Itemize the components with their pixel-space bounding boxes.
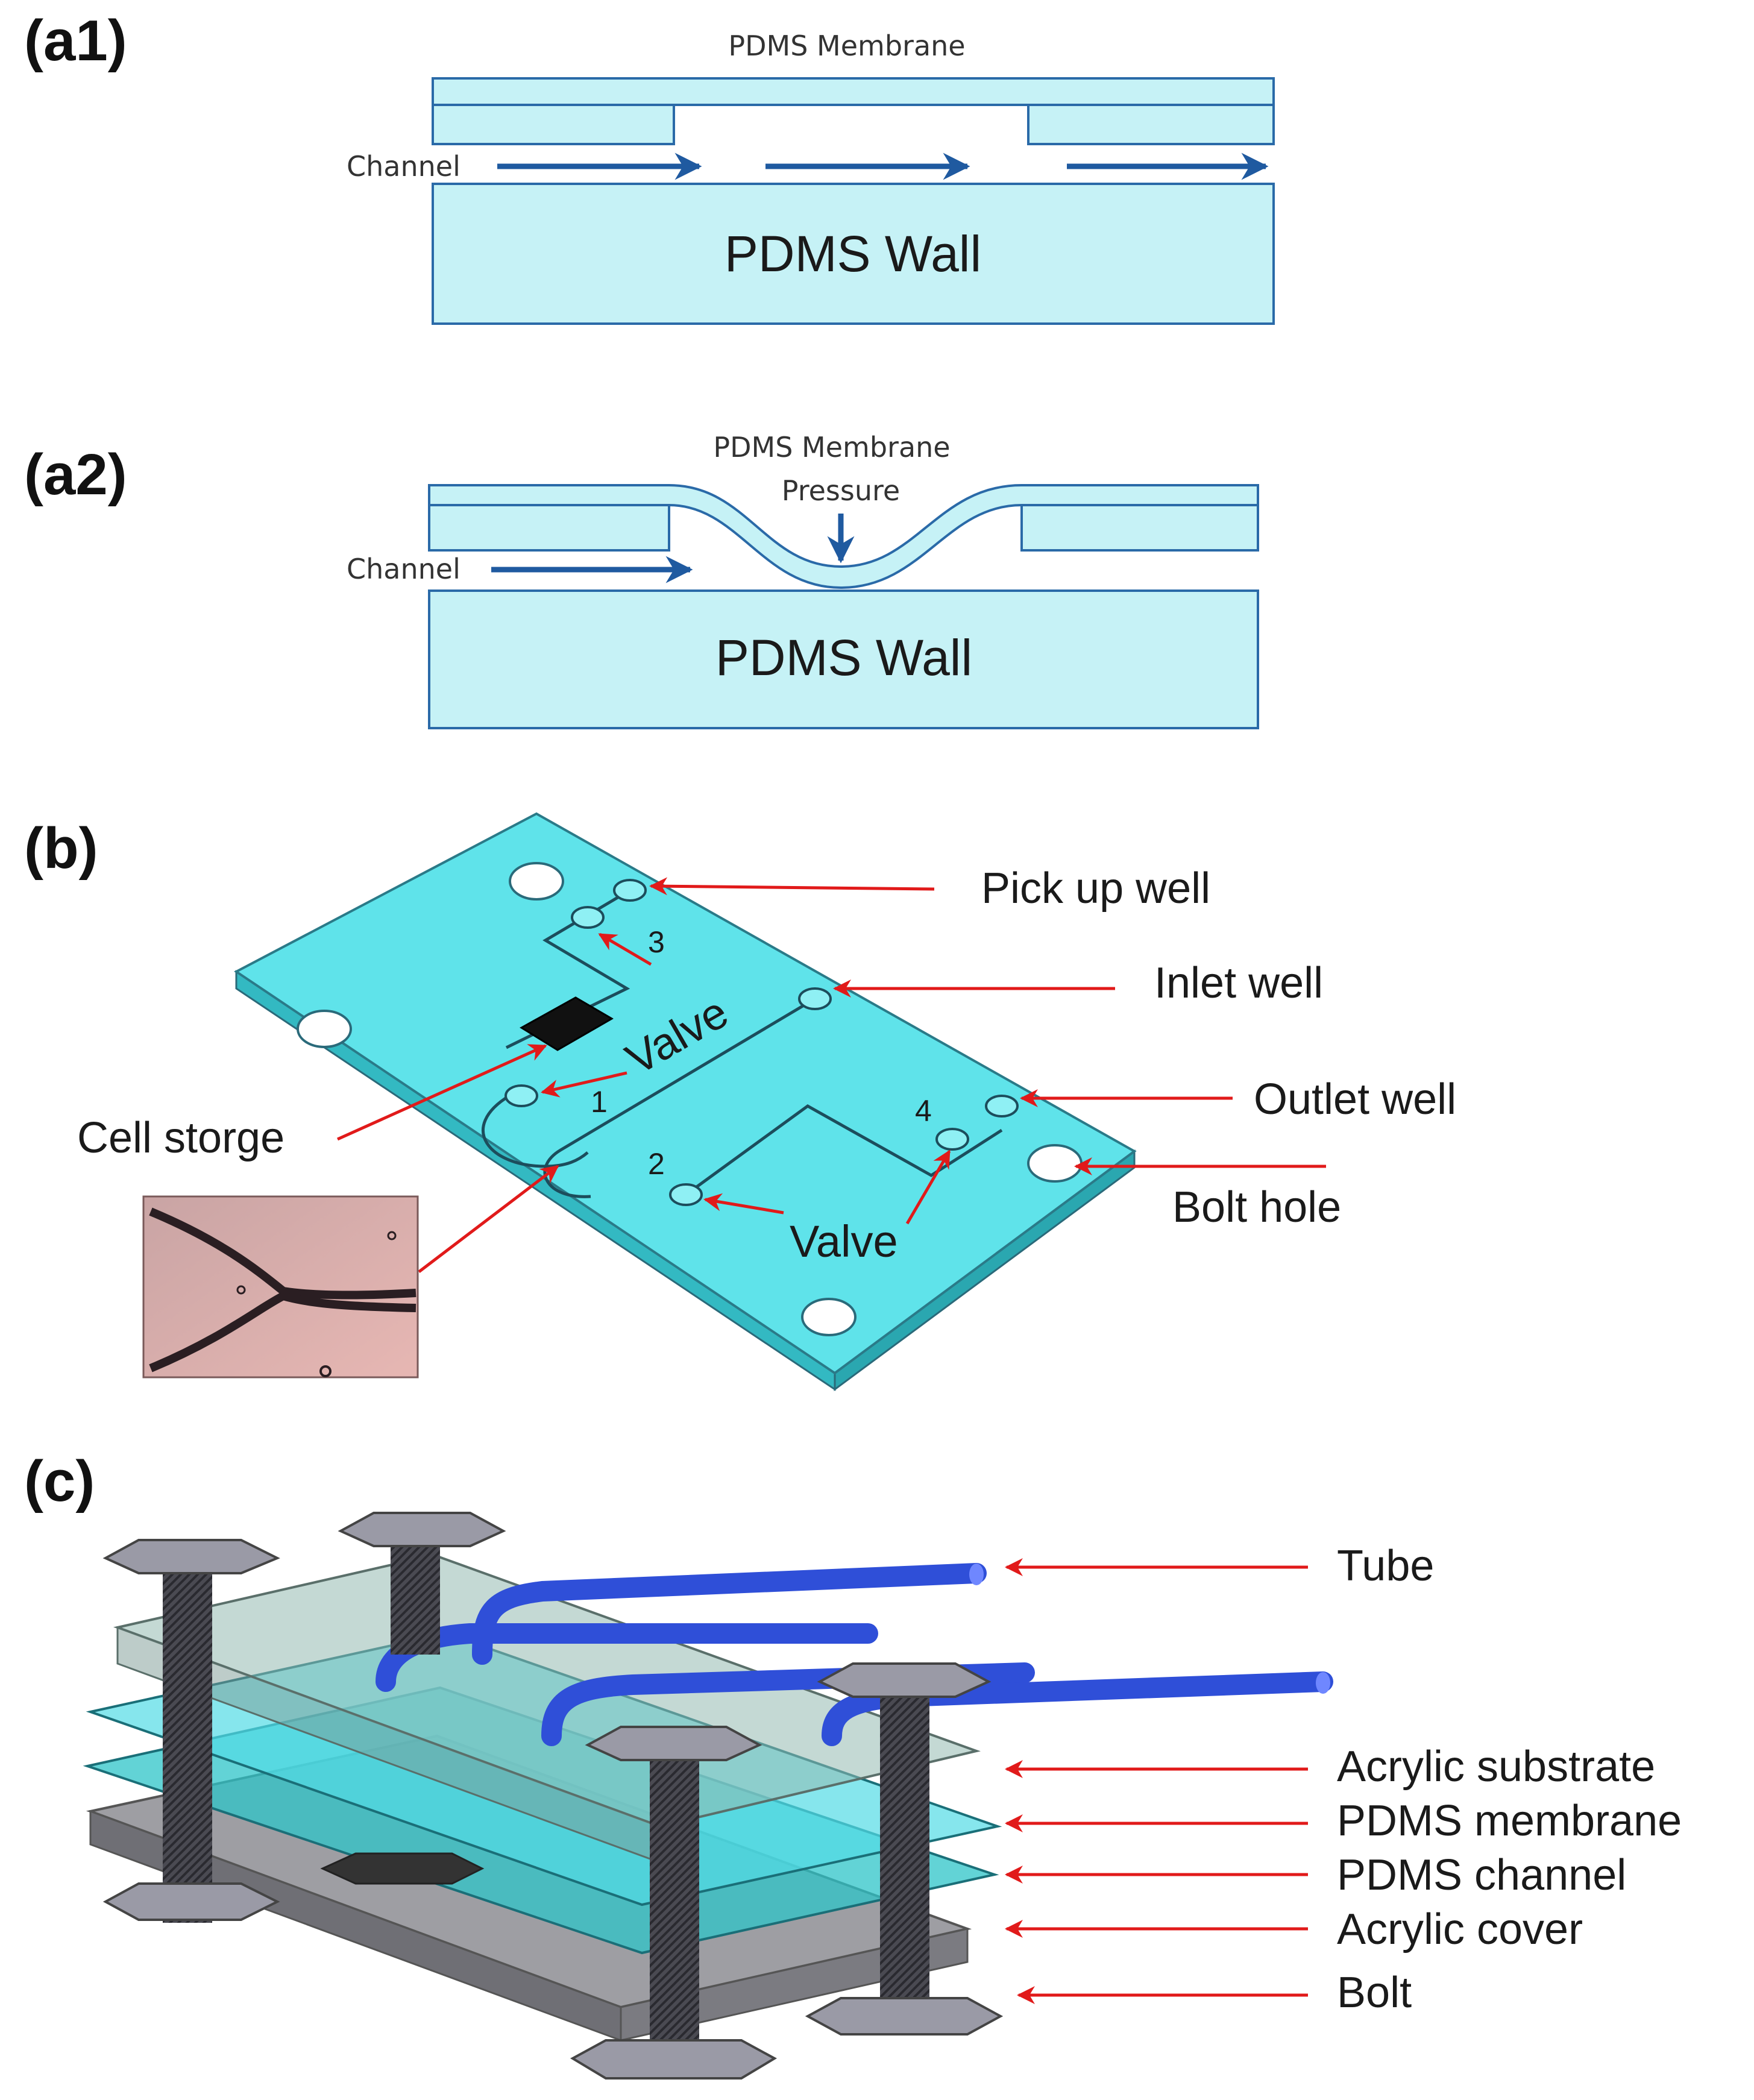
arrow-valve-2: [703, 1193, 784, 1215]
bolt-back-left: [102, 1539, 280, 1923]
panel-a1: PDMS Membrane PDMS Wall Channel: [347, 30, 1275, 325]
bolt-front-left: [570, 1726, 778, 2080]
valve-number-4: 4: [915, 1094, 932, 1128]
valve-3: [571, 906, 605, 929]
bolt-hole-bottom: [801, 1298, 857, 1336]
tube-end-1: [969, 1564, 984, 1585]
arrow-cell-storage: [336, 1044, 547, 1141]
valve-number-3: 3: [648, 925, 665, 959]
label-inlet-well: Inlet well: [1154, 959, 1323, 1007]
panel-label-b: (b): [24, 816, 98, 881]
bolt-hole-left: [297, 1010, 352, 1048]
arrow-valve-3: [598, 932, 652, 966]
a1-membrane: [432, 77, 1275, 106]
chip-wells: [505, 879, 1019, 1206]
a2-membrane-label: PDMS Membrane: [713, 431, 950, 464]
panel-label-a2: (a2): [24, 442, 127, 507]
a2-wall-label: PDMS Wall: [715, 629, 972, 686]
chip-top: [234, 812, 1137, 1375]
tube-3: [541, 1662, 1035, 1746]
panel-label-c: (c): [24, 1449, 95, 1514]
cell-storage-block: [520, 996, 614, 1051]
a2-deflected-membrane: [428, 484, 1259, 589]
c-leader-arrows: [1005, 1558, 1308, 2004]
label-acrylic-cover: Acrylic cover: [1337, 1905, 1583, 1954]
panel-c: Tube Acrylic substrate PDMS membrane PDM…: [83, 1512, 1682, 2080]
bolt-hole-right: [1027, 1144, 1083, 1183]
label-bolt: Bolt: [1337, 1969, 1412, 2017]
arrow-pick-up-well: [649, 877, 935, 896]
a1-left-spacer: [432, 104, 675, 145]
inlet-well: [798, 987, 832, 1010]
label-outlet-well: Outlet well: [1254, 1075, 1456, 1124]
junction-micrograph-inset: [142, 1195, 419, 1379]
panel-label-a1: (a1): [24, 8, 127, 73]
a1-right-spacer: [1027, 104, 1275, 145]
a2-pressure-label: Pressure: [782, 474, 900, 507]
tube-end-2: [1316, 1672, 1330, 1694]
arrow-valve-4: [905, 1149, 951, 1225]
bolt-hole-top: [509, 862, 564, 901]
valve-number-1: 1: [591, 1085, 608, 1119]
panel-a2: PDMS Membrane Pressure PDMS Wall Channel: [347, 431, 1259, 729]
a2-right-spacer: [1020, 504, 1259, 552]
label-pdms-channel: PDMS channel: [1337, 1851, 1626, 1899]
label-pick-up-well: Pick up well: [981, 864, 1210, 913]
valve-1: [505, 1084, 538, 1107]
label-pdms-membrane: PDMS membrane: [1337, 1797, 1682, 1845]
valve-number-2: 2: [648, 1147, 665, 1181]
bolt-nut-under: [320, 1852, 485, 1885]
valve-label-bottom: Valve: [790, 1216, 898, 1266]
a1-wall-label: PDMS Wall: [725, 225, 981, 282]
arrow-junction-inset: [418, 1165, 559, 1273]
label-tube: Tube: [1337, 1542, 1434, 1590]
label-bolt-hole: Bolt hole: [1172, 1183, 1341, 1231]
a1-membrane-label: PDMS Membrane: [728, 30, 965, 62]
bolt-front-right: [805, 1662, 1004, 2036]
label-cell-storage: Cell storge: [77, 1114, 284, 1162]
valve-2: [669, 1183, 703, 1206]
bolt-back-right: [338, 1512, 506, 1655]
valve-4: [935, 1128, 969, 1151]
label-acrylic-substrate: Acrylic substrate: [1337, 1743, 1655, 1791]
outlet-well: [985, 1095, 1019, 1118]
a2-left-spacer: [428, 504, 670, 552]
panel-b: 1 2 3 4 Valve Valve Pick up well Inlet w…: [77, 812, 1456, 1391]
a1-wall: [432, 183, 1275, 325]
a2-channel-label: Channel: [347, 553, 461, 585]
a2-wall: [428, 589, 1259, 729]
pick-up-well: [613, 879, 647, 902]
arrow-valve-1: [541, 1071, 627, 1098]
a1-channel-label: Channel: [347, 150, 461, 183]
tubes: [376, 1563, 1333, 1746]
b-leader-arrows: [336, 877, 1326, 1273]
